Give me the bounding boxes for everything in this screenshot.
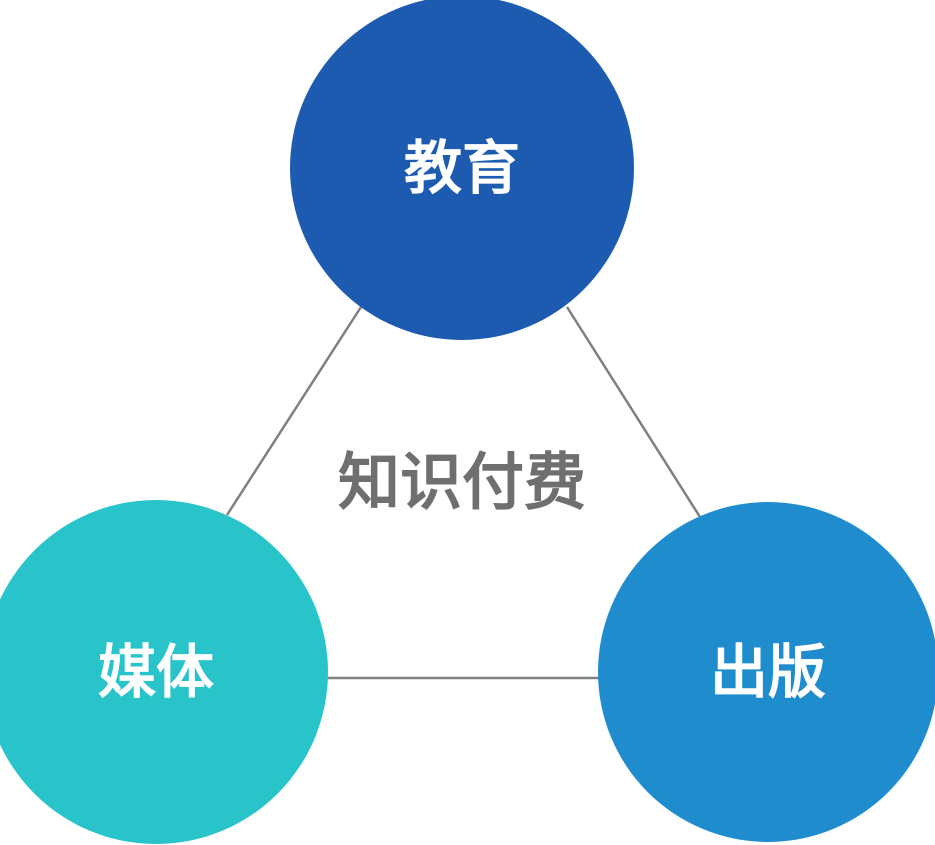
- node-media-circle: [0, 500, 328, 844]
- center-label: 知识付费: [338, 446, 586, 519]
- node-media-label: 媒体: [98, 638, 214, 706]
- node-publishing: 出版: [598, 502, 935, 842]
- connector-education-media: [225, 306, 363, 516]
- connector-education-publishing: [565, 306, 702, 518]
- node-education-label: 教育: [404, 134, 520, 202]
- node-publishing-label: 出版: [710, 638, 826, 706]
- node-media: 媒体: [0, 500, 328, 844]
- node-publishing-circle: [598, 502, 935, 842]
- node-education-circle: [290, 0, 634, 340]
- connector-lines: [225, 306, 702, 680]
- node-education: 教育: [290, 0, 634, 340]
